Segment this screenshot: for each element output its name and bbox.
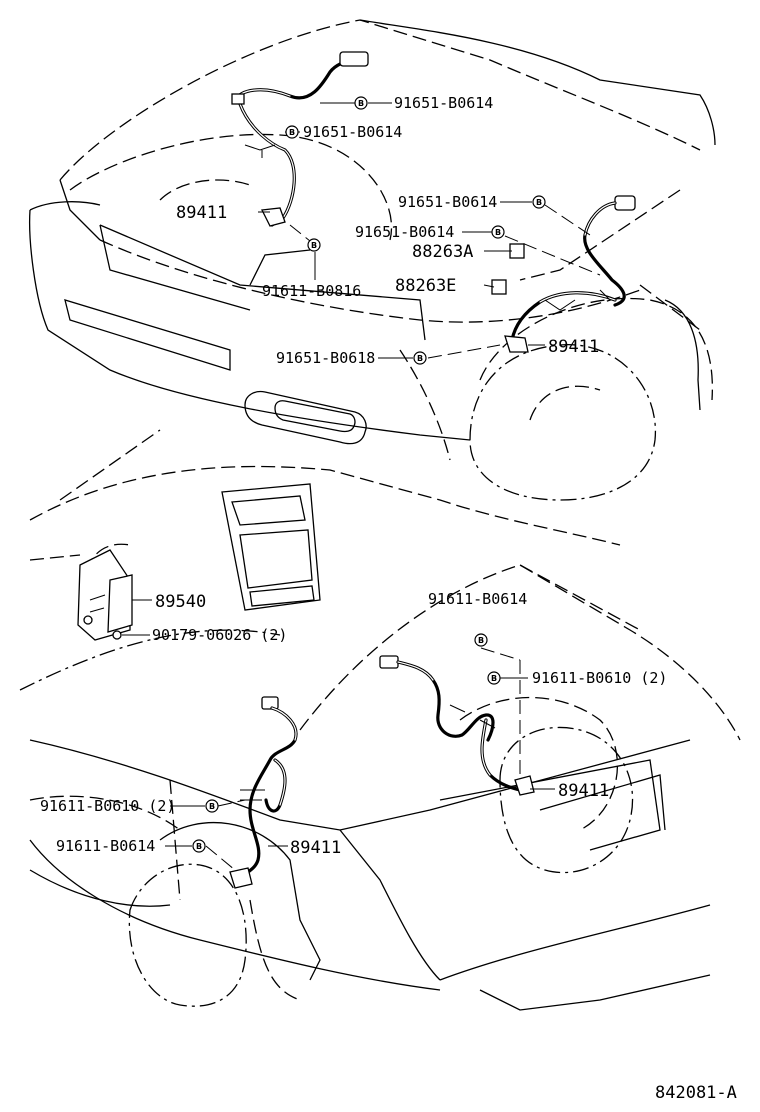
connector-icon [339, 51, 369, 67]
wheel-speed-sensor-icon [504, 335, 529, 353]
part-labels: 91651-B0614 91651-B0614 89411 91651-B061… [40, 94, 737, 1103]
connector-icon [261, 696, 279, 710]
front-vehicle-outline [29, 19, 716, 501]
part-label: 89411 [558, 781, 609, 801]
svg-text:B: B [491, 674, 497, 683]
front-right-sensor-harness [491, 195, 636, 353]
part-label: 91611-B0610 (2) [532, 669, 667, 687]
part-label: 89411 [548, 337, 599, 357]
svg-text:B: B [478, 636, 484, 645]
bolt-icon: B [354, 96, 368, 110]
bolt-icon: B [285, 125, 299, 139]
svg-text:B: B [358, 99, 364, 108]
svg-text:B: B [311, 241, 317, 250]
part-label: 89411 [290, 838, 341, 858]
svg-text:B: B [495, 228, 501, 237]
clip-icon [491, 279, 507, 295]
part-label: 88263E [395, 276, 456, 296]
bolt-icon: B [532, 195, 546, 209]
bolt-icon: B [307, 238, 321, 252]
diagram-reference-code: 842081-A [655, 1083, 737, 1103]
connector-icon [379, 655, 399, 669]
wheel-speed-sensor-icon [261, 207, 286, 227]
clip-icon [509, 243, 525, 259]
rear-right-sensor-harness [379, 655, 535, 796]
bolt-icon: B [491, 225, 505, 239]
svg-text:B: B [417, 354, 423, 363]
svg-text:B: B [536, 198, 542, 207]
part-label: 91611-B0614 [428, 590, 527, 608]
leader-lines [122, 102, 601, 871]
part-label: 91651-B0614 [355, 223, 454, 241]
dashboard-outline [19, 429, 621, 691]
bolt-icon: B [192, 839, 206, 853]
part-label: 91651-B0614 [303, 123, 402, 141]
abs-computer [77, 549, 133, 641]
wheel-speed-sensor-icon [229, 867, 253, 889]
part-label: 91651-B0618 [276, 349, 375, 367]
bolt-symbols: B B B B B B B B B B [192, 96, 546, 853]
svg-text:B: B [289, 128, 295, 137]
bolt-icon: B [474, 633, 488, 647]
part-label: 91651-B0614 [398, 193, 497, 211]
part-label: 89540 [155, 592, 206, 612]
svg-text:B: B [196, 842, 202, 851]
connector-icon [614, 195, 636, 211]
part-label: 91611-B0610 (2) [40, 797, 175, 815]
part-label: 91611-B0816 [262, 282, 361, 300]
bolt-icon: B [205, 799, 219, 813]
wheel-speed-sensor-icon [514, 775, 535, 796]
part-label: 90179-06026 (2) [152, 626, 287, 644]
part-label: 91651-B0614 [394, 94, 493, 112]
part-label: 91611-B0614 [56, 837, 155, 855]
nut-icon [112, 630, 122, 640]
svg-text:B: B [209, 802, 215, 811]
bolt-icon: B [413, 351, 427, 365]
part-label: 89411 [176, 203, 227, 223]
rear-vehicle-outline [29, 564, 741, 1011]
rear-left-sensor-harness [229, 696, 298, 889]
bolt-icon: B [487, 671, 501, 685]
connector-icon [231, 93, 245, 105]
part-label: 88263A [412, 242, 473, 262]
